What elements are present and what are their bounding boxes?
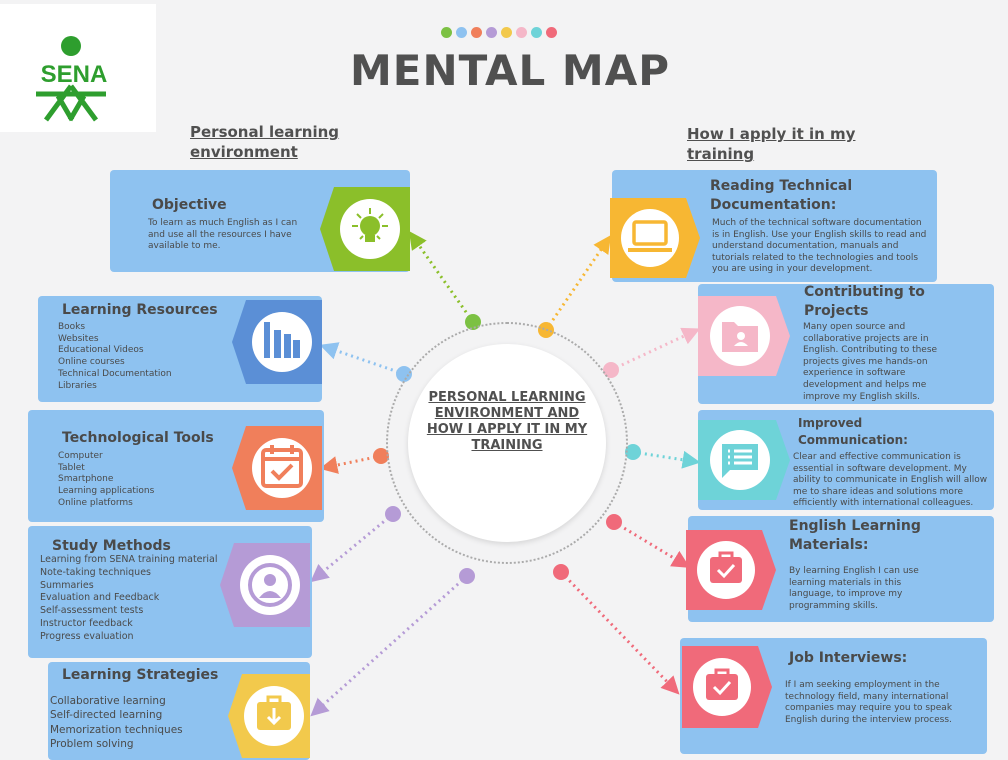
reading-docs-title: Reading Technical Documentation:: [710, 178, 853, 213]
job-interviews-title: Job Interviews:: [789, 650, 908, 666]
list-item: Memorization techniques: [50, 723, 183, 736]
right-heading: How I apply it in my training: [687, 125, 856, 163]
list-item: Websites: [58, 333, 99, 344]
english-materials-text: By learning English I can use learning m…: [789, 566, 919, 611]
list-item: Note-taking techniques: [40, 566, 151, 578]
folder-user-icon: [698, 296, 790, 376]
title-dot: [546, 27, 557, 38]
list-item: Learning applications: [58, 486, 155, 497]
title-dot: [501, 27, 512, 38]
list-item: Summaries: [40, 579, 94, 591]
list-item: Problem solving: [50, 737, 134, 750]
title-dot: [516, 27, 527, 38]
list-item: Tablet: [58, 462, 85, 473]
job-interviews-text: If I am seeking employment in the techno…: [785, 680, 953, 725]
list-item: Online platforms: [58, 497, 133, 508]
list-item: Self-directed learning: [50, 709, 163, 722]
center-circle: [408, 344, 606, 542]
list-item: Books: [58, 322, 86, 332]
title-dot: [486, 27, 497, 38]
study-methods-title: Study Methods: [52, 538, 171, 554]
sena-logo-mark: SENA: [36, 36, 108, 122]
list-item: Self-assessment tests: [40, 605, 144, 617]
list-item: Learning from SENA training material: [40, 554, 218, 565]
title-dot: [441, 27, 452, 38]
objective-text: To learn as much English as I can and us…: [148, 218, 298, 252]
center-ring: [386, 322, 628, 564]
bar-chart-icon: [232, 300, 322, 384]
list-item: Online courses: [58, 357, 125, 368]
list-item: Evaluation and Feedback: [40, 592, 160, 604]
list-item: Collaborative learning: [50, 695, 166, 707]
list-item: Instructor feedback: [40, 617, 133, 629]
title-dots: [441, 27, 557, 41]
lightbulb-icon: [320, 187, 410, 271]
communication-title: Improved Communication:: [798, 416, 908, 447]
chat-list-icon: [698, 420, 790, 500]
sena-logo: SENA: [0, 4, 156, 132]
title-dot: [456, 27, 467, 38]
list-item: Libraries: [58, 380, 97, 391]
learning-strategies-title: Learning Strategies: [62, 667, 219, 683]
user-icon: [220, 543, 310, 627]
briefcase-check-icon: [686, 530, 776, 610]
download-box-icon: [228, 674, 310, 758]
contributing-text: Many open source and collaborative proje…: [803, 322, 938, 402]
list-item: Educational Videos: [58, 345, 144, 356]
laptop-icon: [610, 198, 700, 278]
technological-tools-title: Technological Tools: [62, 430, 214, 446]
english-materials-title: English Learning Materials:: [789, 518, 921, 553]
list-item: Technical Documentation: [58, 368, 172, 379]
page-title: MENTAL MAP: [350, 46, 670, 95]
list-item: Smartphone: [58, 474, 114, 485]
center-text: PERSONAL LEARNING ENVIRONMENT AND HOW I …: [426, 390, 588, 453]
title-dot: [471, 27, 482, 38]
briefcase-check-icon: [682, 646, 772, 728]
reading-docs-text: Much of the technical software documenta…: [712, 218, 927, 275]
list-item: Progress evaluation: [40, 630, 134, 642]
calendar-check-icon: [232, 426, 322, 510]
learning-resources-title: Learning Resources: [62, 302, 218, 318]
title-dot: [531, 27, 542, 38]
left-heading: Personal learning environment: [190, 123, 340, 161]
contributing-title: Contributing to Projects: [804, 284, 925, 319]
objective-title: Objective: [152, 197, 227, 213]
logo-text: SENA: [41, 61, 108, 88]
list-item: Computer: [58, 451, 103, 461]
communication-text: Clear and effective communication is ess…: [793, 452, 988, 509]
